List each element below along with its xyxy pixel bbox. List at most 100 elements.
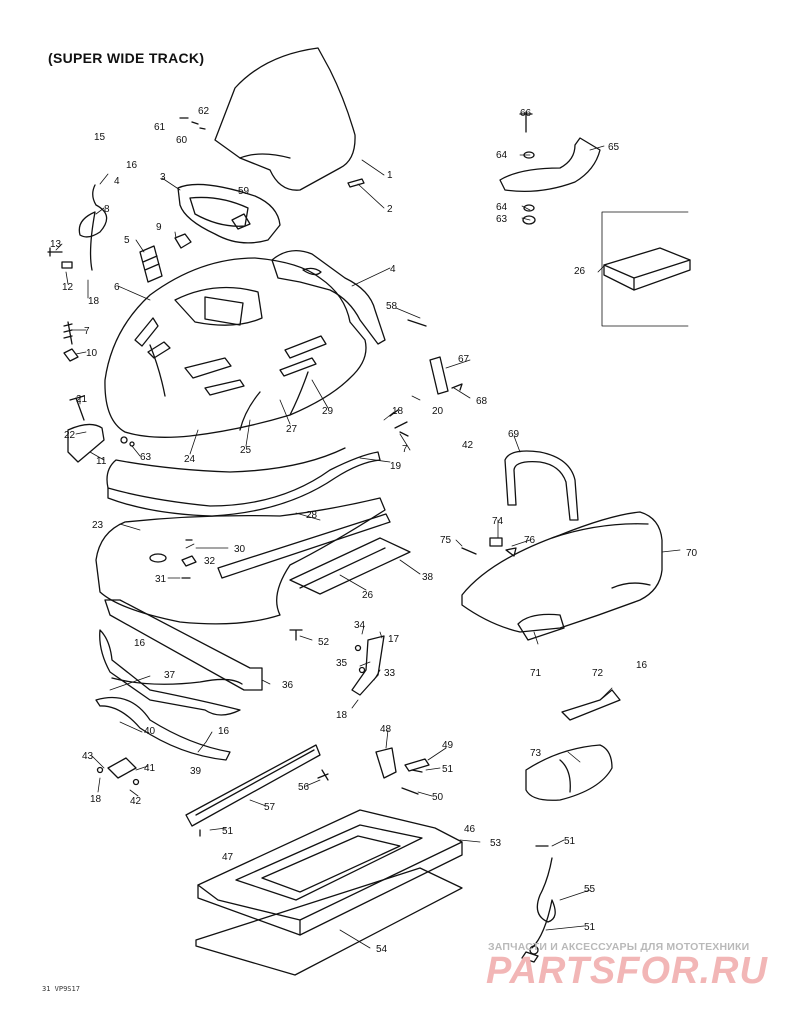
callout-65: 65 bbox=[608, 142, 620, 153]
seat bbox=[461, 511, 663, 633]
callout-38: 38 bbox=[422, 572, 434, 583]
storage-box bbox=[603, 247, 691, 279]
callout-18b: 18 bbox=[392, 406, 404, 417]
callout-31: 31 bbox=[155, 574, 167, 585]
callout-18: 18 bbox=[88, 296, 100, 307]
callout-52: 52 bbox=[318, 637, 330, 648]
callout-58: 58 bbox=[386, 301, 398, 312]
diagram-title: (SUPER WIDE TRACK) bbox=[48, 50, 205, 66]
callout-18d: 18 bbox=[90, 794, 102, 805]
callout-64b: 64 bbox=[496, 202, 508, 213]
callout-11: 11 bbox=[96, 456, 107, 467]
callout-71: 71 bbox=[530, 668, 542, 679]
callout-59: 59 bbox=[238, 186, 250, 197]
callout-2: 2 bbox=[387, 204, 393, 215]
callout-18c: 18 bbox=[336, 710, 348, 721]
side-panel bbox=[271, 249, 386, 345]
callout-53: 53 bbox=[490, 838, 502, 849]
callout-76: 76 bbox=[524, 535, 536, 546]
callout-16c: 16 bbox=[218, 726, 230, 737]
callout-48: 48 bbox=[380, 724, 392, 735]
callout-70: 70 bbox=[686, 548, 698, 559]
callout-26b: 26 bbox=[362, 590, 374, 601]
callout-56: 56 bbox=[298, 782, 310, 793]
callout-19: 19 bbox=[390, 461, 402, 472]
callout-9: 9 bbox=[156, 222, 162, 233]
callout-47: 47 bbox=[222, 852, 234, 863]
callout-51c: 51 bbox=[564, 836, 576, 847]
callout-16: 16 bbox=[126, 160, 138, 171]
callout-60: 60 bbox=[176, 135, 188, 146]
callout-42b: 42 bbox=[462, 440, 474, 451]
callout-63b: 63 bbox=[496, 214, 508, 225]
callout-21: 21 bbox=[76, 394, 88, 405]
callout-29: 29 bbox=[322, 406, 334, 417]
console bbox=[177, 183, 281, 244]
diagram-code: 31 VP9S17 bbox=[42, 985, 80, 993]
callout-15: 15 bbox=[94, 132, 106, 143]
callout-67: 67 bbox=[458, 354, 470, 365]
callout-13: 13 bbox=[50, 239, 62, 250]
callout-72: 72 bbox=[592, 668, 604, 679]
callout-16b: 16 bbox=[134, 638, 146, 649]
callout-50: 50 bbox=[432, 792, 444, 803]
callout-4: 4 bbox=[390, 264, 396, 275]
callout-1: 1 bbox=[387, 170, 393, 181]
callout-26: 26 bbox=[574, 266, 586, 277]
callout-51: 51 bbox=[442, 764, 454, 775]
callout-69: 69 bbox=[508, 429, 520, 440]
callout-43: 43 bbox=[82, 751, 94, 762]
callout-3: 3 bbox=[160, 172, 166, 183]
callout-22: 22 bbox=[64, 430, 76, 441]
callout-73: 73 bbox=[530, 748, 542, 759]
watermark-logo: PARTSFOR.RU bbox=[486, 950, 768, 992]
callout-32: 32 bbox=[204, 556, 216, 567]
windshield bbox=[214, 47, 356, 191]
storage-tray bbox=[197, 809, 463, 921]
callout-33: 33 bbox=[384, 668, 396, 679]
callout-55: 55 bbox=[584, 884, 596, 895]
callout-6: 6 bbox=[114, 282, 120, 293]
callout-40: 40 bbox=[144, 726, 156, 737]
floor-mat bbox=[195, 867, 463, 976]
callout-75: 75 bbox=[440, 535, 452, 546]
callout-30: 30 bbox=[234, 544, 246, 555]
callout-66: 66 bbox=[520, 108, 532, 119]
callout-62: 62 bbox=[198, 106, 210, 117]
callout-7: 7 bbox=[84, 326, 90, 337]
callout-labels: 1 2 3 4 4 5 6 7 7 8 9 10 11 12 13 15 16 … bbox=[50, 106, 698, 955]
callout-46: 46 bbox=[464, 824, 476, 835]
callout-61: 61 bbox=[154, 122, 166, 133]
callout-51b: 51 bbox=[222, 826, 234, 837]
callout-39: 39 bbox=[190, 766, 202, 777]
callout-24: 24 bbox=[184, 454, 196, 465]
callout-10: 10 bbox=[86, 348, 98, 359]
callout-42: 42 bbox=[130, 796, 142, 807]
watermark-tagline: ЗАПЧАСТИ И АКСЕССУАРЫ ДЛЯ МОТОТЕХНИКИ bbox=[488, 941, 750, 953]
callout-68: 68 bbox=[476, 396, 488, 407]
callout-17: 17 bbox=[388, 634, 400, 645]
callout-41: 41 bbox=[144, 763, 156, 774]
callout-12: 12 bbox=[62, 282, 74, 293]
callout-64: 64 bbox=[496, 150, 508, 161]
callout-8: 8 bbox=[104, 204, 110, 215]
callout-5: 5 bbox=[124, 235, 130, 246]
callout-36: 36 bbox=[282, 680, 294, 691]
callout-23: 23 bbox=[92, 520, 104, 531]
callout-35: 35 bbox=[336, 658, 348, 669]
callout-20: 20 bbox=[432, 406, 444, 417]
callout-27: 27 bbox=[286, 424, 298, 435]
callout-34: 34 bbox=[354, 620, 366, 631]
callout-63: 63 bbox=[140, 452, 152, 463]
callout-57: 57 bbox=[264, 802, 276, 813]
lower-body bbox=[95, 497, 386, 625]
callout-7b: 7 bbox=[402, 444, 408, 455]
callout-4b: 4 bbox=[114, 176, 120, 187]
callout-74: 74 bbox=[492, 516, 504, 527]
callout-49: 49 bbox=[442, 740, 454, 751]
callout-28: 28 bbox=[306, 510, 318, 521]
callout-51d: 51 bbox=[584, 922, 596, 933]
callout-54: 54 bbox=[376, 944, 388, 955]
